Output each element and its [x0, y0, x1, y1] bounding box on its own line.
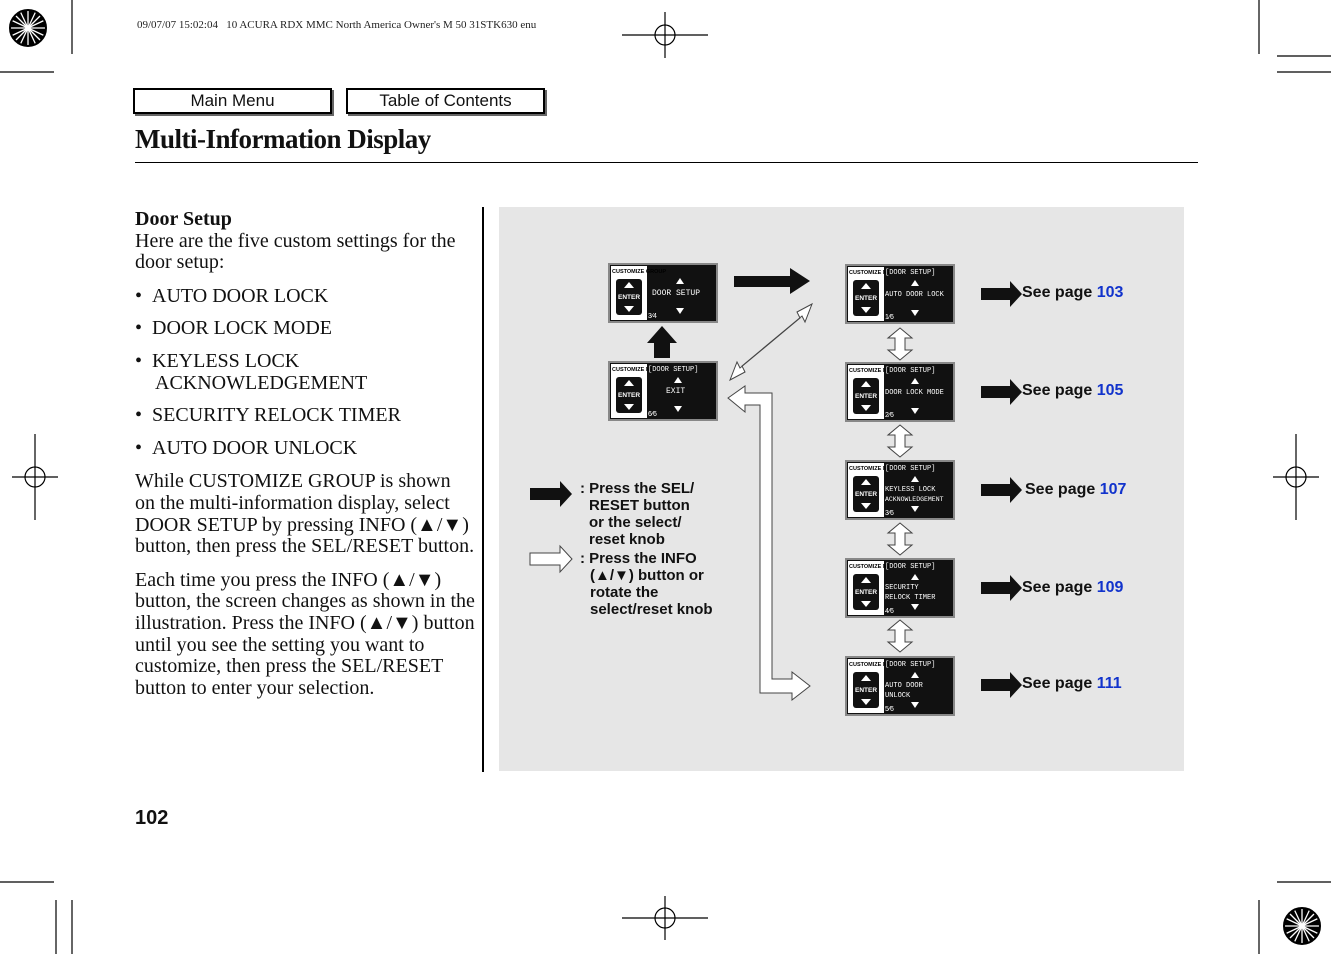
info-arrow-icon [886, 327, 914, 653]
svg-text:ACKNOWLEDGEMENT: ACKNOWLEDGEMENT [885, 496, 944, 503]
main-menu-button[interactable]: Main Menu [133, 88, 332, 114]
svg-text:AUTO DOOR LOCK: AUTO DOOR LOCK [885, 291, 945, 299]
screen-auto-door-lock: CUSTOMIZE MENU ENTER [DOOR SETUP] AUTO D… [845, 264, 955, 329]
text-column: Door Setup Here are the five custom sett… [135, 208, 475, 711]
svg-text:ENTER: ENTER [855, 491, 877, 498]
sel-arrow-icon [647, 326, 677, 358]
svg-text:[DOOR SETUP]: [DOOR SETUP] [885, 661, 935, 669]
svg-text:1⁄6: 1⁄6 [885, 314, 894, 321]
svg-text:[DOOR SETUP]: [DOOR SETUP] [885, 563, 935, 571]
registration-target-icon [1283, 907, 1321, 945]
list-item: • KEYLESS LOCK ACKNOWLEDGEMENT [135, 349, 368, 394]
svg-text:CUSTOMIZE MENU: CUSTOMIZE MENU [849, 270, 899, 276]
svg-text:KEYLESS LOCK: KEYLESS LOCK [885, 486, 936, 494]
legend-sel: : Press the SEL/ RESET button or the sel… [580, 480, 695, 548]
legend-sel-arrow-icon [530, 481, 572, 507]
page-number: 102 [135, 807, 169, 829]
screen-door-lock-mode: CUSTOMIZE MENU ENTER [DOOR SETUP] DOOR L… [845, 362, 955, 427]
svg-text:DOOR LOCK MODE: DOOR LOCK MODE [885, 389, 944, 397]
svg-text:[DOOR SETUP]: [DOOR SETUP] [648, 366, 698, 374]
info-arrow-icon [727, 385, 811, 702]
instruction-paragraph: Each time you press the INFO (▲/▼) butto… [135, 568, 475, 699]
svg-text:3⁄6: 3⁄6 [885, 510, 894, 517]
screen-keyless-lock-ack: CUSTOMIZE MENU ENTER [DOOR SETUP] KEYLES… [845, 460, 955, 525]
title-rule [135, 162, 1198, 163]
list-item: • AUTO DOOR LOCK [135, 284, 329, 307]
list-item: • AUTO DOOR UNLOCK [135, 436, 358, 459]
screen-exit: CUSTOMIZE MENU ENTER [DOOR SETUP] EXIT 6… [608, 361, 718, 426]
see-page-link[interactable]: See page 103 [1022, 284, 1124, 301]
list-item: • SECURITY RELOCK TIMER [135, 404, 401, 427]
legend-info: : Press the INFO (▲/▼) button or rotate … [580, 550, 713, 618]
svg-text:AUTO DOOR: AUTO DOOR [885, 682, 924, 690]
list-item: • DOOR LOCK MODE [135, 317, 333, 340]
svg-text:5⁄6: 5⁄6 [885, 706, 894, 713]
column-divider [482, 207, 484, 772]
svg-text:RELOCK TIMER: RELOCK TIMER [885, 594, 936, 602]
svg-text:[DOOR SETUP]: [DOOR SETUP] [885, 269, 935, 277]
svg-text:ENTER: ENTER [618, 294, 640, 301]
svg-text:ENTER: ENTER [855, 393, 877, 400]
svg-text:CUSTOMIZE GROUP: CUSTOMIZE GROUP [612, 269, 666, 275]
svg-text:CUSTOMIZE MENU: CUSTOMIZE MENU [849, 564, 899, 570]
page-title: Multi-Information Display [135, 124, 431, 154]
sel-arrow-icon [734, 268, 810, 294]
svg-text:CUSTOMIZE MENU: CUSTOMIZE MENU [849, 466, 899, 472]
print-header: 09/07/07 15:02:04 10 ACURA RDX MMC North… [137, 19, 537, 31]
svg-text:2⁄6: 2⁄6 [885, 412, 894, 419]
svg-text:SECURITY: SECURITY [885, 584, 919, 592]
legend-info-arrow-icon [529, 544, 573, 574]
see-page-link[interactable]: See page 109 [1022, 579, 1124, 596]
see-page-link[interactable]: See page 105 [1022, 382, 1124, 399]
see-page-link[interactable]: See page 107 [1025, 481, 1127, 498]
svg-text:EXIT: EXIT [666, 387, 685, 396]
svg-text:ENTER: ENTER [618, 392, 640, 399]
section-heading: Door Setup [135, 208, 232, 230]
info-arrow-icon [729, 302, 813, 382]
screen-security-relock-timer: CUSTOMIZE MENU ENTER [DOOR SETUP] SECURI… [845, 558, 955, 623]
svg-text:ENTER: ENTER [855, 589, 877, 596]
screen-customize-group: CUSTOMIZE GROUP ENTER DOOR SETUP 3⁄4 [608, 263, 718, 328]
svg-text:UNLOCK: UNLOCK [885, 692, 911, 700]
registration-target-icon [9, 9, 47, 47]
svg-text:[DOOR SETUP]: [DOOR SETUP] [885, 367, 935, 375]
svg-text:ENTER: ENTER [855, 295, 877, 302]
screen-auto-door-unlock: CUSTOMIZE MENU ENTER [DOOR SETUP] AUTO D… [845, 656, 955, 721]
intro-text: Here are the five custom settings for th… [135, 229, 456, 274]
svg-text:[DOOR SETUP]: [DOOR SETUP] [885, 465, 935, 473]
svg-text:6⁄6: 6⁄6 [648, 411, 657, 418]
svg-text:CUSTOMIZE MENU: CUSTOMIZE MENU [849, 368, 899, 374]
settings-list: • AUTO DOOR LOCK • DOOR LOCK MODE • KEYL… [135, 284, 475, 460]
svg-text:3⁄4: 3⁄4 [648, 313, 657, 320]
svg-text:4⁄6: 4⁄6 [885, 608, 894, 615]
svg-text:ENTER: ENTER [855, 687, 877, 694]
see-page-arrow-icon [981, 281, 1022, 698]
svg-text:CUSTOMIZE MENU: CUSTOMIZE MENU [612, 367, 662, 373]
instruction-paragraph: While CUSTOMIZE GROUP is shown on the mu… [135, 470, 475, 558]
svg-text:DOOR SETUP: DOOR SETUP [652, 289, 700, 298]
svg-text:CUSTOMIZE MENU: CUSTOMIZE MENU [849, 662, 899, 668]
see-page-link[interactable]: See page 111 [1022, 675, 1122, 692]
table-of-contents-button[interactable]: Table of Contents [346, 88, 545, 114]
